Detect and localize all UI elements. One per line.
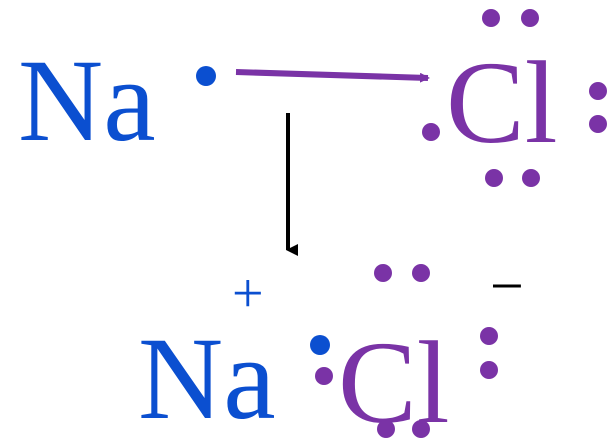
electron-dot (485, 169, 503, 187)
chlorine-symbol-reactant: Cl (446, 37, 558, 168)
sodium-ion-symbol: Na (138, 313, 276, 444)
transferred-electron (310, 335, 330, 355)
electron-dot (589, 115, 607, 133)
electron-dot (422, 123, 440, 141)
electron-dot (589, 82, 607, 100)
electron-dot (480, 361, 498, 379)
electron-dot (480, 327, 498, 345)
sodium-symbol-reactant: Na (18, 35, 156, 166)
electron-dot (315, 367, 333, 385)
sodium-ion-charge: + (232, 263, 264, 325)
electron-dot (482, 9, 500, 27)
sodium-valence-electron (196, 66, 216, 86)
electron-dot (377, 420, 395, 438)
chlorine-valence-electrons-reactant (422, 9, 607, 187)
electron-dot (521, 9, 539, 27)
electron-dot (412, 420, 430, 438)
chloride-ion-charge: − (490, 253, 524, 319)
electron-dot (522, 169, 540, 187)
electron-dot (374, 264, 392, 282)
electron-transfer-arrow (235, 69, 430, 83)
chloride-valence-electrons (315, 264, 498, 438)
electron-dot (412, 264, 430, 282)
